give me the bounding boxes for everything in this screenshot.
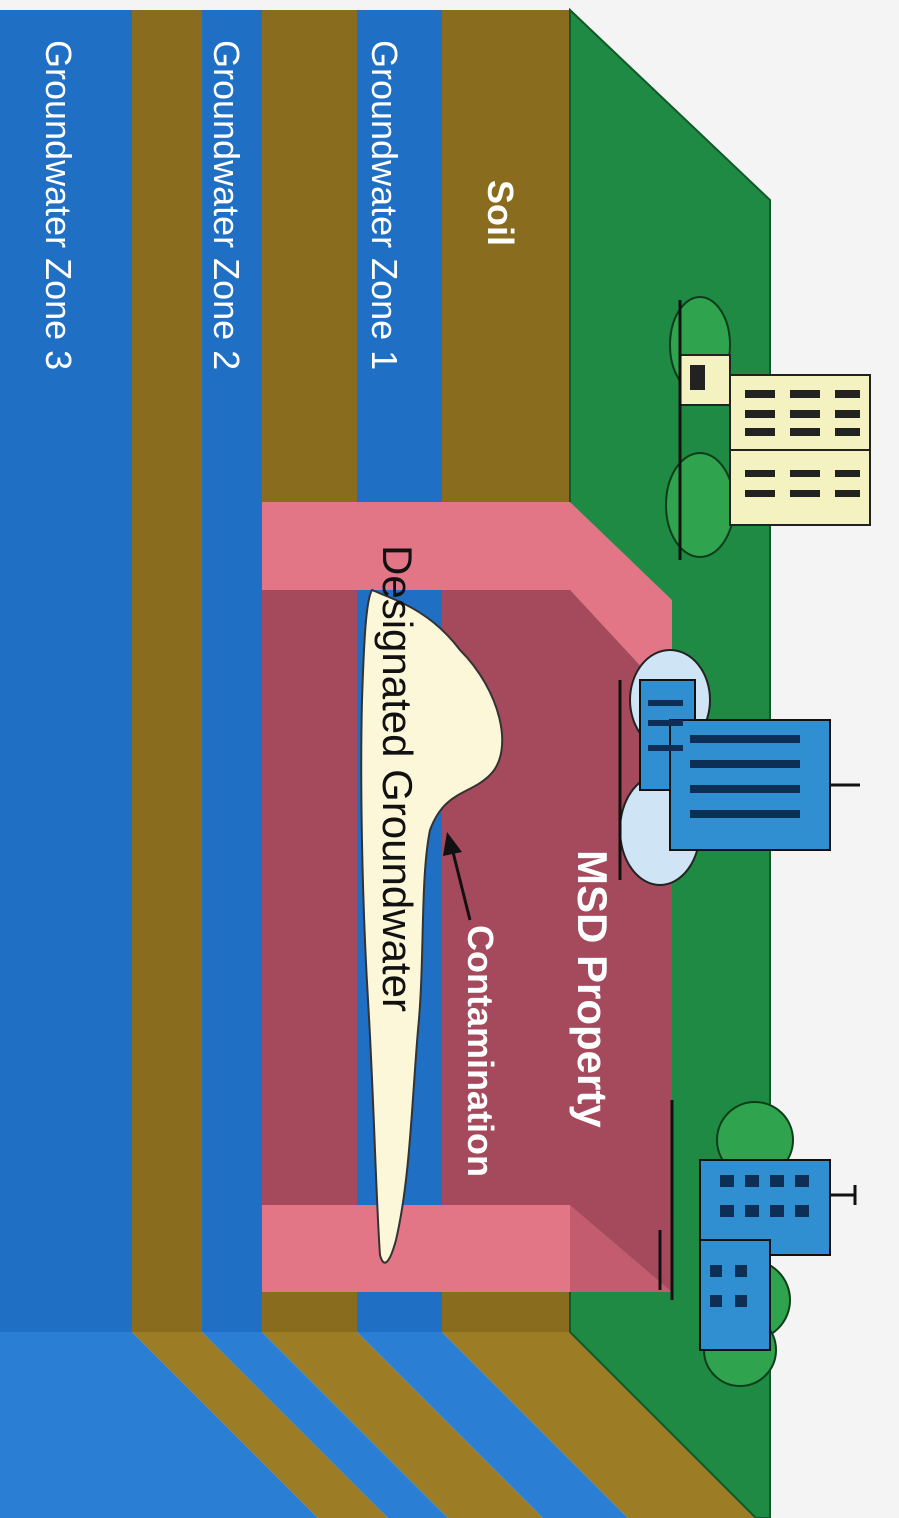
msd-property-box <box>262 502 672 1292</box>
property-box-outer-edge-bottom <box>570 1205 672 1292</box>
apartment-building-icon <box>665 296 871 560</box>
groundwater-zone-2-layer <box>202 10 262 1332</box>
contamination-label: Contamination <box>460 925 501 1177</box>
office-tower-icon <box>618 649 860 886</box>
groundwater-zone-1-depth <box>357 1332 628 1518</box>
soil-layer-3 <box>132 10 202 1332</box>
groundwater-zone-3-layer <box>0 10 132 1332</box>
soil-label: Soil <box>480 180 521 246</box>
soil-layer-3-depth <box>132 1332 388 1518</box>
property-box-left-face <box>262 502 357 1292</box>
groundwater-zone-2-depth <box>202 1332 448 1518</box>
soil-layer-top-depth <box>442 1332 756 1518</box>
office-building-icon <box>658 1100 857 1387</box>
soil-layer-2-depth <box>262 1332 543 1518</box>
groundwater-zone-3-depth <box>0 1332 318 1518</box>
property-box-bottom-rim <box>262 1205 570 1292</box>
designated-groundwater-label: Designated Groundwater <box>374 545 421 1012</box>
contamination-arrow <box>443 832 472 921</box>
property-box-outer-edge <box>570 502 672 700</box>
contamination-plume <box>360 588 504 1264</box>
msd-property-label: MSD Property <box>569 850 616 1128</box>
groundwater-zone-1-label: Groundwater Zone 1 <box>364 40 405 370</box>
groundwater-zone-2-label: Groundwater Zone 2 <box>206 40 247 370</box>
groundwater-zone-3-label: Groundwater Zone 3 <box>38 40 79 370</box>
property-box-top-rim <box>262 502 570 590</box>
